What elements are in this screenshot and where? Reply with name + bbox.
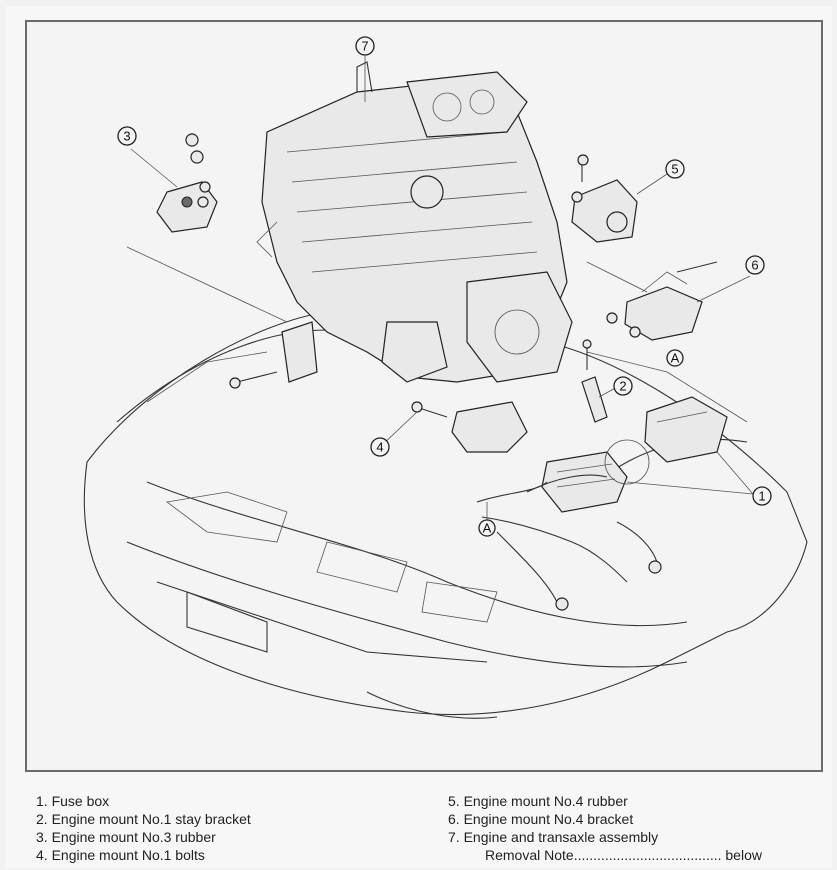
svg-text:6: 6: [751, 258, 758, 273]
legend-column-left: 1. Fuse box 2. Engine mount No.1 stay br…: [36, 792, 251, 864]
engine-removal-illustration: 7 3 5 6 2 4 1: [83, 36, 808, 719]
svg-text:7: 7: [361, 39, 368, 54]
svg-text:5: 5: [671, 162, 678, 177]
svg-text:A: A: [671, 351, 680, 366]
mount-no4-bracket: [606, 261, 718, 341]
svg-text:4: 4: [376, 440, 383, 455]
legend-item-no4-bracket: 6. Engine mount No.4 bracket: [448, 811, 634, 827]
legend-removal-note: Removal Note............................…: [485, 847, 762, 863]
leader-lines: [126, 56, 754, 532]
callout-1: 1: [752, 486, 772, 506]
callout-4: 4: [370, 437, 390, 457]
reference-mark-a-upper: A: [666, 349, 684, 367]
legend-item-no1-bolts: 4. Engine mount No.1 bolts: [36, 847, 205, 863]
page-frame: 7 3 5 6 2 4 1: [6, 6, 832, 868]
mount-no1-bolts: [229, 321, 528, 453]
callout-2: 2: [613, 376, 633, 396]
callout-6: 6: [745, 255, 765, 275]
engine-transaxle-assembly: [256, 61, 573, 383]
fuse-box: [541, 396, 728, 513]
legend-column-right: 5. Engine mount No.4 rubber 6. Engine mo…: [448, 792, 762, 864]
callout-3: 3: [117, 126, 137, 146]
svg-text:3: 3: [123, 129, 130, 144]
mount-no1-stay-bracket: [581, 339, 608, 423]
mount-no3-rubber: [156, 133, 218, 233]
callout-7: 7: [355, 36, 375, 56]
exploded-diagram: 7 3 5 6 2 4 1: [25, 20, 823, 772]
legend-item-fuse-box: 1. Fuse box: [36, 793, 110, 809]
mount-no4-rubber: [571, 154, 638, 243]
wiring-harness: [476, 474, 662, 611]
svg-text:A: A: [483, 521, 492, 536]
legend-item-no4-rubber: 5. Engine mount No.4 rubber: [448, 793, 628, 809]
legend-item-stay-bracket: 2. Engine mount No.1 stay bracket: [36, 811, 251, 827]
legend-item-engine-assembly: 7. Engine and transaxle assembly: [448, 829, 659, 845]
reference-mark-a-lower: A: [478, 519, 496, 537]
callout-5: 5: [665, 159, 685, 179]
svg-text:1: 1: [758, 489, 765, 504]
svg-text:2: 2: [619, 379, 626, 394]
legend-item-no3-rubber: 3. Engine mount No.3 rubber: [36, 829, 216, 845]
